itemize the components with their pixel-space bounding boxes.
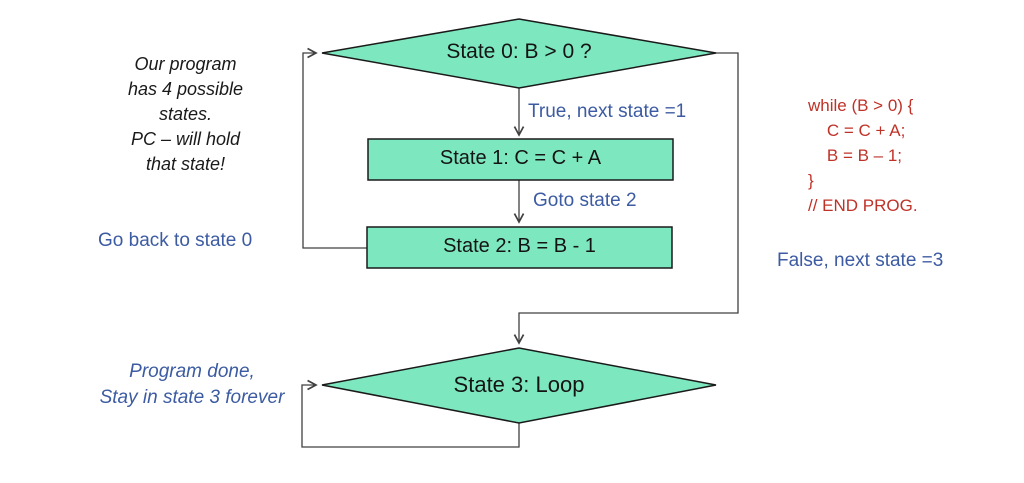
state0-label: State 0: B > 0 ? [446,40,592,63]
edge-label-goto-state2: Goto state 2 [533,190,637,211]
note-program-states: Our program has 4 possible states. PC – … [127,54,244,174]
state3-diamond [321,347,717,424]
state2-box [366,226,673,269]
state0-diamond [321,18,717,89]
code-snippet: while (B > 0) { C = C + A; B = B – 1; } … [808,96,918,215]
state2-label: State 2: B = B - 1 [443,235,596,257]
note-program-done: Program done, Stay in state 3 forever [99,361,285,408]
edge-label-go-back-to-state0: Go back to state 0 [98,230,253,251]
state3-label: State 3: Loop [453,372,585,397]
state1-label: State 1: C = C + A [439,147,602,169]
edge-state0-false-to-state3 [513,52,739,345]
edge-state2-back-to-state0 [302,47,368,249]
edge-label-false-next-state: False, next state =3 [777,250,944,271]
edge-state3-self-loop [301,379,520,448]
state1-box [367,138,674,181]
edge-label-true-next-state: True, next state =1 [528,101,687,122]
